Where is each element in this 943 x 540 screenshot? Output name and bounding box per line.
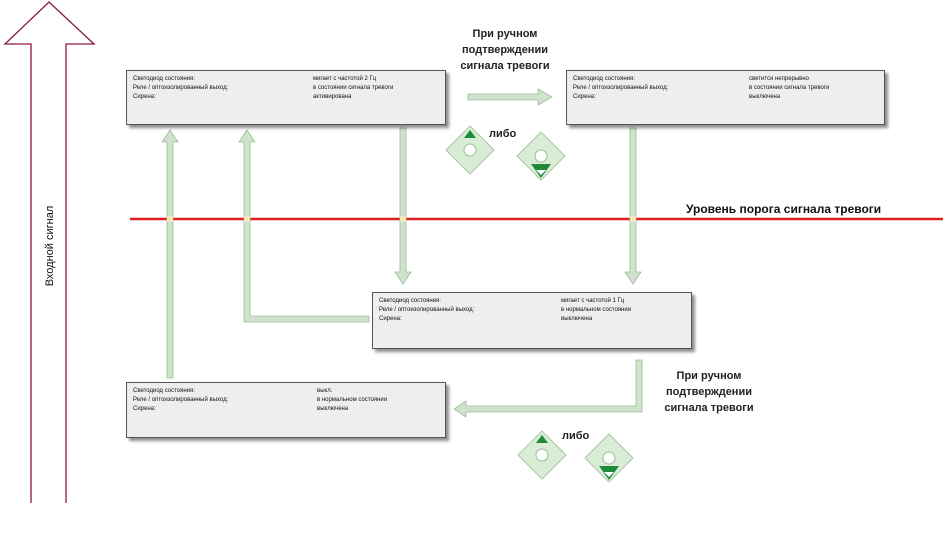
state-label: Светодиод состояния:	[379, 298, 441, 304]
input-signal-axis-label: Входной сигнал	[44, 205, 56, 287]
up-button-icon	[517, 430, 567, 480]
note-line: подтверждении	[666, 386, 752, 398]
note-line: При ручном	[676, 370, 742, 382]
state-value: активирована	[313, 94, 352, 100]
arrow-normal-blink-to-normal-off	[453, 359, 643, 418]
state-label: Реле / оптоизолированный выход:	[379, 307, 475, 313]
state-value: в нормальном состоянии	[317, 397, 388, 403]
state-label: Сирена:	[379, 316, 402, 322]
threshold-label: Уровень порога сигнала тревоги	[686, 202, 882, 216]
state-value: выключена	[749, 94, 781, 100]
state-value: выключена	[561, 316, 593, 322]
state-label: Реле / оптоизолированный выход:	[573, 85, 669, 91]
state-label: Светодиод состояния:	[133, 388, 195, 394]
alternative-label-top: либо	[489, 128, 517, 140]
state-label: Светодиод состояния:	[573, 76, 635, 82]
note-line: При ручном	[472, 28, 538, 40]
arrow-alarm-to-acknowledged	[467, 88, 553, 106]
state-value: в состоянии сигнала тревоги	[749, 85, 830, 91]
alternative-label-bottom: либо	[562, 430, 590, 442]
up-button-icon	[445, 125, 495, 175]
state-box-normal-blink: Светодиод состояния: Реле / оптоизолиров…	[372, 292, 692, 349]
state-label: Сирена:	[133, 406, 156, 412]
state-box-normal-off: Светодиод состояния: Реле / оптоизолиров…	[126, 382, 446, 438]
note-line: сигнала тревоги	[664, 402, 754, 414]
state-value: светится непрерывно	[749, 76, 810, 82]
state-box-alarm: Светодиод состояния: Реле / оптоизолиров…	[126, 70, 446, 125]
state-label: Сирена:	[573, 94, 596, 100]
state-label: Сирена:	[133, 94, 156, 100]
state-label: Реле / оптоизолированный выход:	[133, 85, 229, 91]
input-signal-axis-arrow	[3, 1, 96, 503]
down-button-icon	[584, 433, 634, 483]
arrow-acknowledged-to-normal-blink	[624, 127, 642, 285]
state-value: выключена	[317, 406, 349, 412]
arrow-normal-off-to-alarm	[161, 129, 179, 379]
note-line: подтверждении	[462, 44, 548, 56]
state-value: в нормальном состоянии	[561, 307, 632, 313]
down-button-icon	[516, 131, 566, 181]
manual-ack-note-bottom: При ручном подтверждении сигнала тревоги	[644, 368, 774, 416]
note-line: сигнала тревоги	[460, 60, 550, 72]
state-value: мигает с частотой 2 Гц	[313, 76, 377, 82]
state-value: в состоянии сигнала тревоги	[313, 85, 394, 91]
state-value: мигает с частотой 1 Гц	[561, 298, 625, 304]
state-label: Реле / оптоизолированный выход:	[133, 397, 229, 403]
arrow-normal-blink-to-alarm	[238, 129, 370, 323]
state-box-acknowledged: Светодиод состояния: Реле / оптоизолиров…	[566, 70, 885, 125]
manual-ack-note-top: При ручном подтверждении сигнала тревоги	[440, 26, 570, 74]
state-value: выкл.	[317, 388, 333, 394]
state-label: Светодиод состояния:	[133, 76, 195, 82]
arrow-alarm-to-normal-blink	[394, 127, 412, 285]
